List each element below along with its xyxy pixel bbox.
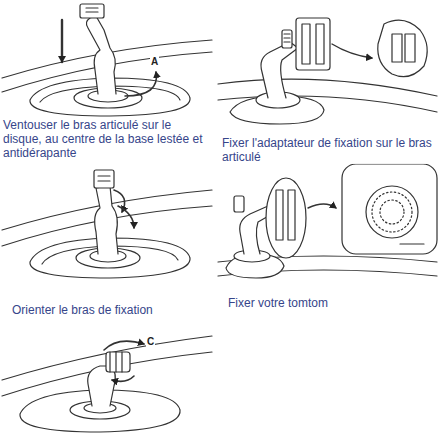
step-caption: Fixer l'adaptateur de fixation sur le br…	[222, 136, 436, 164]
step3-drawing	[2, 170, 212, 278]
step4-drawing	[218, 164, 437, 278]
step2-drawing	[218, 18, 437, 124]
step5-drawing	[2, 336, 212, 432]
step-caption: Ventouser le bras articulé sur le disque…	[3, 118, 211, 160]
callout-letter: A	[150, 56, 159, 67]
callout-letter: C	[146, 336, 155, 347]
step1-drawing	[2, 4, 212, 116]
step-caption: Orienter le bras de fixation	[12, 303, 212, 317]
step-caption: Fixer votre tomtom	[228, 296, 428, 310]
